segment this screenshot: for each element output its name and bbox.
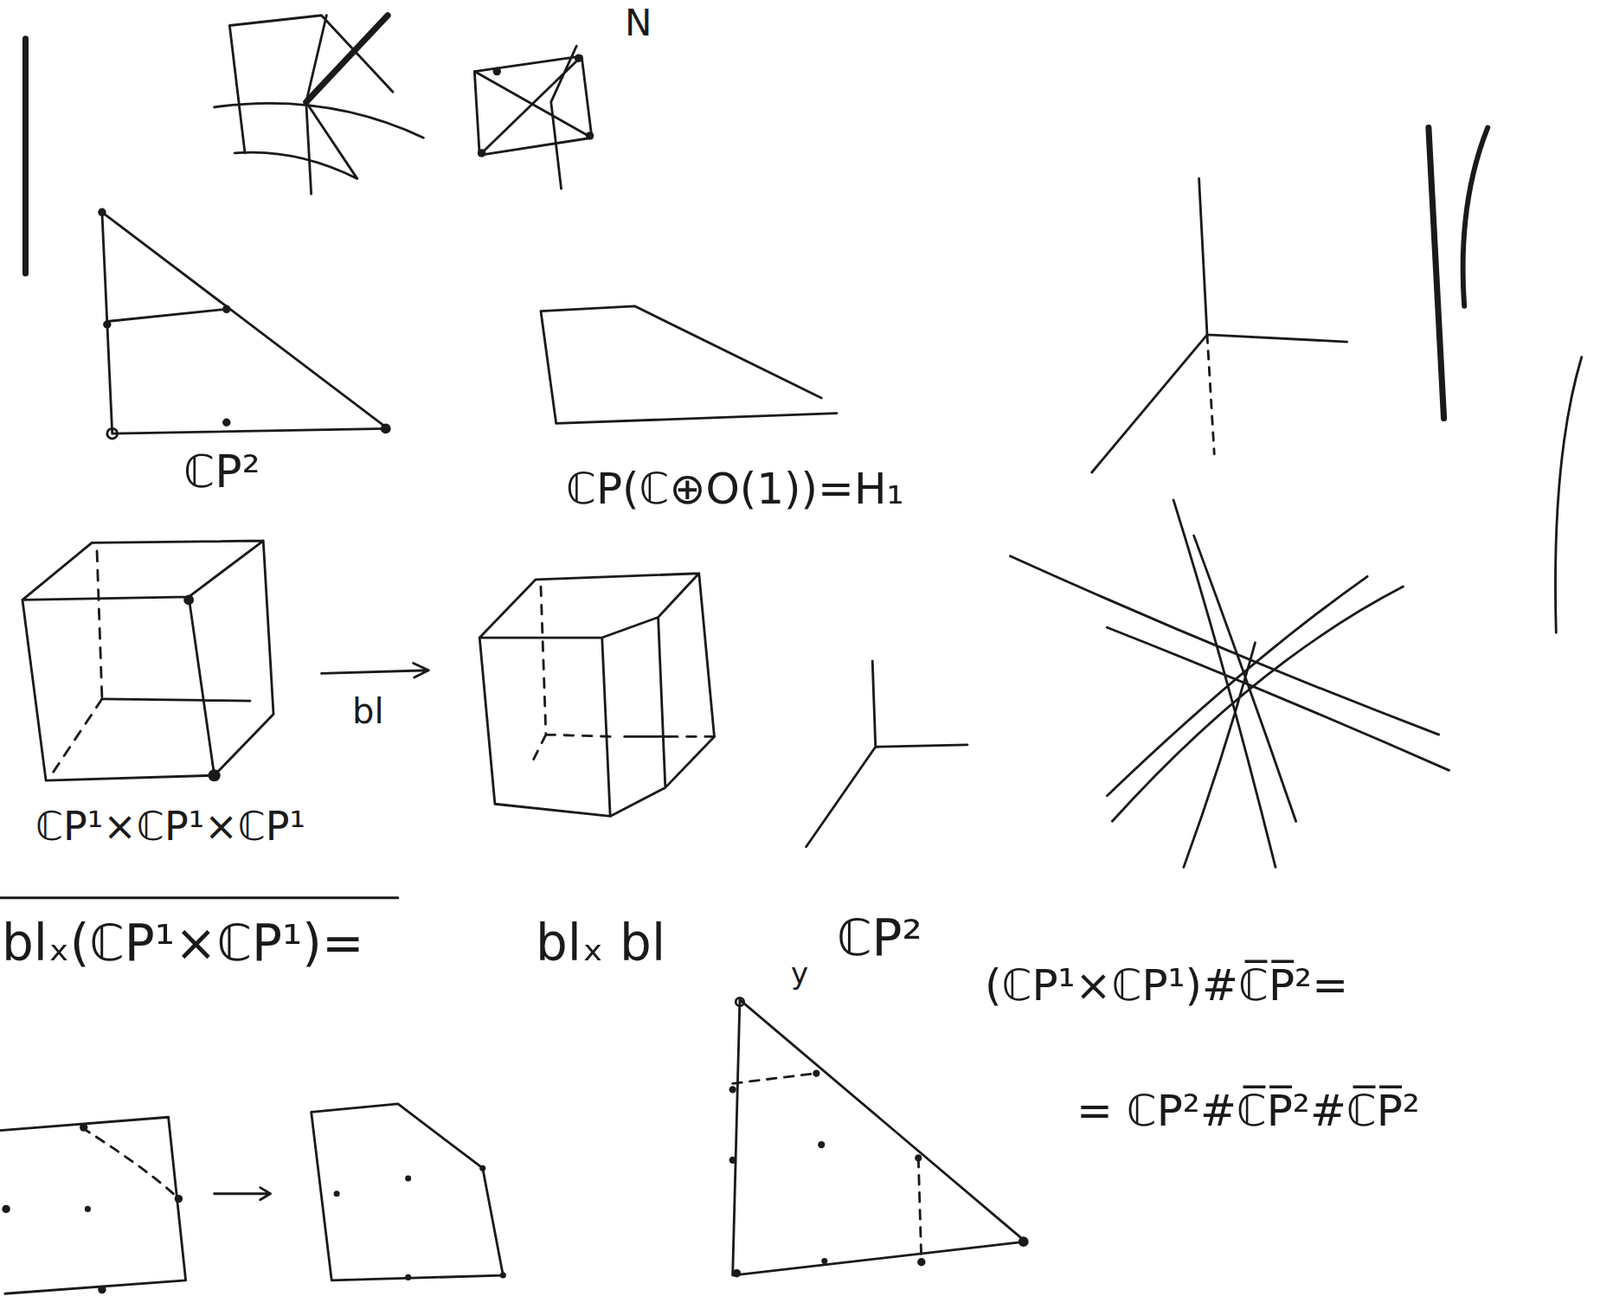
equation: (ℂP¹×ℂP¹)#ℂ̅P̅²= <box>984 963 1349 1008</box>
space-name: ℂP(ℂ⊕O(1))=H₁ <box>565 467 905 511</box>
equation: = ℂP²#ℂ̅P̅²#ℂ̅P̅² <box>1076 1089 1421 1133</box>
equation: blₓ(ℂP¹×ℂP¹)= <box>1 918 365 969</box>
subscript: y <box>790 958 809 989</box>
space-name: ℂP² <box>183 449 261 495</box>
space-name: ℂP¹×ℂP¹×ℂP¹ <box>35 806 306 847</box>
arrow-label: bl <box>352 693 385 729</box>
equation: ℂP² <box>836 912 923 964</box>
equation: blₓ bl <box>535 918 666 969</box>
vertex-label: N <box>624 5 652 42</box>
